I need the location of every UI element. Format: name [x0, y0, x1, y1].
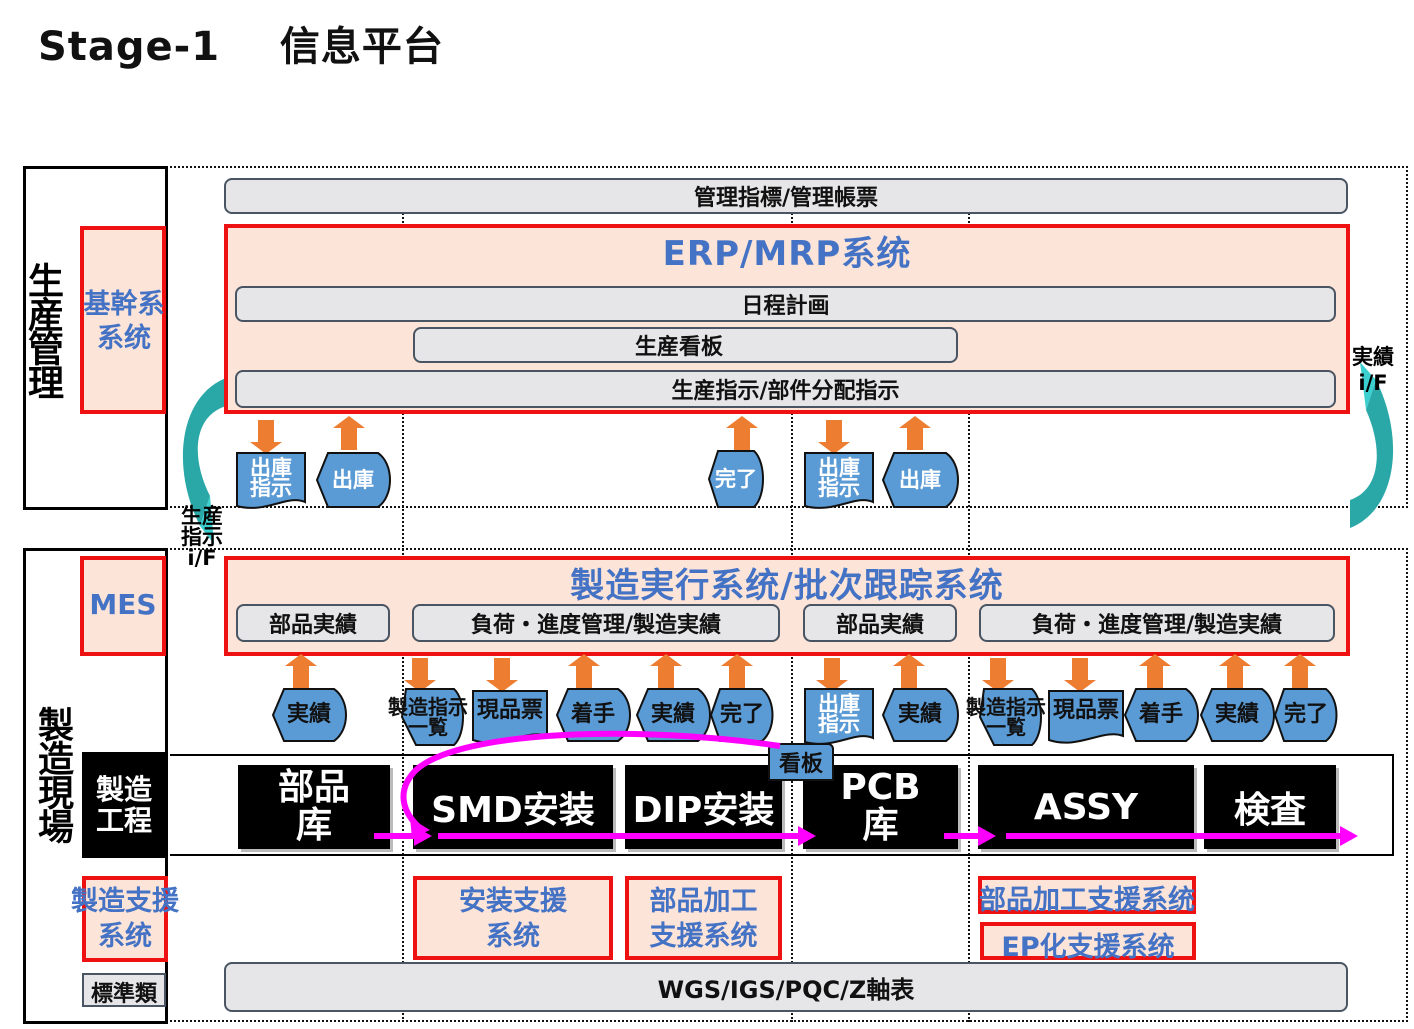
arrowhead-icon — [1340, 826, 1358, 846]
arrowhead-icon — [798, 826, 816, 846]
support-ep-box — [980, 922, 1196, 960]
mfg-process-label: 製造 工程 — [95, 773, 152, 837]
production-instruction-if-label: 生産 指示 i/F — [181, 504, 223, 570]
erp-instruction-label: 生産指示/部件分配指示 — [671, 379, 900, 404]
mes-flow-shape-7: 実績 — [881, 688, 959, 742]
up-arrow-icon — [899, 416, 931, 450]
up-arrow-icon — [568, 654, 600, 690]
down-arrow-icon — [818, 420, 850, 454]
mes-module-parts-result: 部品実績 — [236, 604, 390, 642]
support-parts-processing-2-label: 部品加工支援系统 — [979, 885, 1195, 916]
arrowhead-icon — [410, 818, 430, 838]
down-arrow-icon — [982, 658, 1014, 692]
up-arrow-icon — [333, 416, 365, 450]
result-if-arrow — [1350, 362, 1394, 528]
mes-module-label: 部品実績 — [835, 613, 924, 638]
up-arrow-icon — [285, 654, 317, 690]
result-if-label: 実績 i/F — [1352, 345, 1394, 395]
core-system-label: 基幹系 系统 — [83, 289, 165, 354]
mes-flow-shape-6: 出庫 指示 — [804, 688, 874, 746]
management-indicators-bar: 管理指標/管理帳票 — [224, 178, 1348, 214]
up-arrow-icon — [721, 654, 753, 690]
mes-module-parts-result: 部品実績 — [803, 604, 957, 642]
standards-bar: WGS/IGS/PQC/Z軸表 — [224, 962, 1348, 1012]
mes-module-load-progress: 負荷・進度管理/製造実績 — [979, 604, 1335, 642]
mes-flow-shape-4: 実績 — [635, 688, 711, 742]
standards-label: 標準類 — [90, 982, 157, 1007]
support-parts-processing-box — [625, 876, 782, 960]
mes-flow-shape-5: 完了 — [709, 688, 774, 742]
support-parts-processing-label: 部品加工 支援系统 — [649, 886, 758, 952]
mfg-support-box — [82, 876, 168, 962]
mes-flow-shape-0: 実績 — [271, 688, 347, 742]
management-indicators-label: 管理指標/管理帳票 — [693, 186, 879, 211]
mes-flow-shape-3: 着手 — [555, 688, 631, 742]
erp-flow-shape-1: 出庫 — [315, 452, 391, 508]
mfg-process-box — [82, 752, 166, 858]
process-parts-warehouse: 部品 库 — [238, 765, 390, 849]
mes-flow-shape-9: 現品票 — [1048, 690, 1124, 746]
erp-kanban-bar: 生産看板 — [413, 327, 958, 363]
curved-arrow-icon — [182, 378, 226, 526]
erp-instruction-bar: 生産指示/部件分配指示 — [235, 370, 1336, 408]
mes-flow-shape-11: 実績 — [1199, 688, 1275, 742]
down-arrow-icon — [1064, 658, 1096, 692]
up-arrow-icon — [650, 654, 682, 690]
down-arrow-icon — [404, 658, 436, 692]
mes-box — [80, 556, 166, 656]
mes-module-label: 負荷・進度管理/製造実績 — [1031, 613, 1283, 638]
curved-arrow-icon — [1350, 380, 1394, 528]
mes-module-load-progress: 負荷・進度管理/製造実績 — [412, 604, 780, 642]
up-arrow-icon — [1139, 654, 1171, 690]
erp-schedule-bar: 日程計画 — [235, 286, 1336, 322]
erp-system-title: ERP/MRP系统 — [662, 234, 912, 274]
up-arrow-icon — [1284, 654, 1316, 690]
down-arrow-icon — [486, 658, 518, 692]
mes-module-label: 負荷・進度管理/製造実績 — [470, 613, 722, 638]
core-system-box — [80, 226, 166, 414]
arrowhead-icon — [978, 826, 996, 846]
up-arrow-icon — [1219, 654, 1251, 690]
mes-flow-shape-1: 製造指示 一覧 — [388, 688, 468, 746]
kanban-loop-arrow — [400, 730, 781, 831]
erp-flow-shape-3: 出庫 指示 — [804, 452, 874, 510]
erp-schedule-label: 日程計画 — [741, 294, 830, 319]
standards-bar-label: WGS/IGS/PQC/Z軸表 — [657, 975, 915, 1004]
mes-flow-shape-10: 着手 — [1123, 688, 1199, 742]
support-ep-label: EP化支援系统 — [1001, 932, 1175, 963]
support-mounting-label: 安装支援 系统 — [459, 886, 567, 952]
up-arrow-icon — [726, 416, 758, 450]
mes-module-label: 部品実績 — [268, 613, 357, 638]
support-parts-processing-2-box — [978, 876, 1196, 914]
mes-flow-shape-8: 製造指示 一覧 — [966, 688, 1046, 746]
down-arrow-icon — [816, 658, 848, 692]
lane-label-production-mgmt: 生産管理 — [22, 262, 63, 398]
production-instruction-if-arrow — [182, 378, 226, 544]
mfg-support-label: 製造支援 系统 — [71, 886, 179, 952]
down-arrow-icon — [250, 420, 282, 454]
erp-kanban-label: 生産看板 — [635, 335, 724, 360]
kanban-tag: 看板 — [768, 743, 834, 781]
erp-flow-shape-0: 出庫 指示 — [236, 452, 306, 510]
mes-system-title: 製造実行系统/批次跟踪系统 — [570, 566, 1004, 606]
erp-flow-shape-2: 完了 — [707, 450, 764, 508]
kanban-tag-label: 看板 — [778, 752, 823, 777]
standards-label-box — [82, 973, 166, 1007]
page-title: Stage-1 信息平台 — [38, 24, 444, 70]
lane-label-manufacturing-floor: 製造現場 — [32, 706, 73, 842]
mes-flow-shape-12: 完了 — [1273, 688, 1338, 742]
mes-label: MES — [89, 588, 157, 621]
up-arrow-icon — [893, 654, 925, 690]
erp-flow-shape-4: 出庫 — [881, 452, 959, 508]
support-mounting-box — [413, 876, 613, 960]
